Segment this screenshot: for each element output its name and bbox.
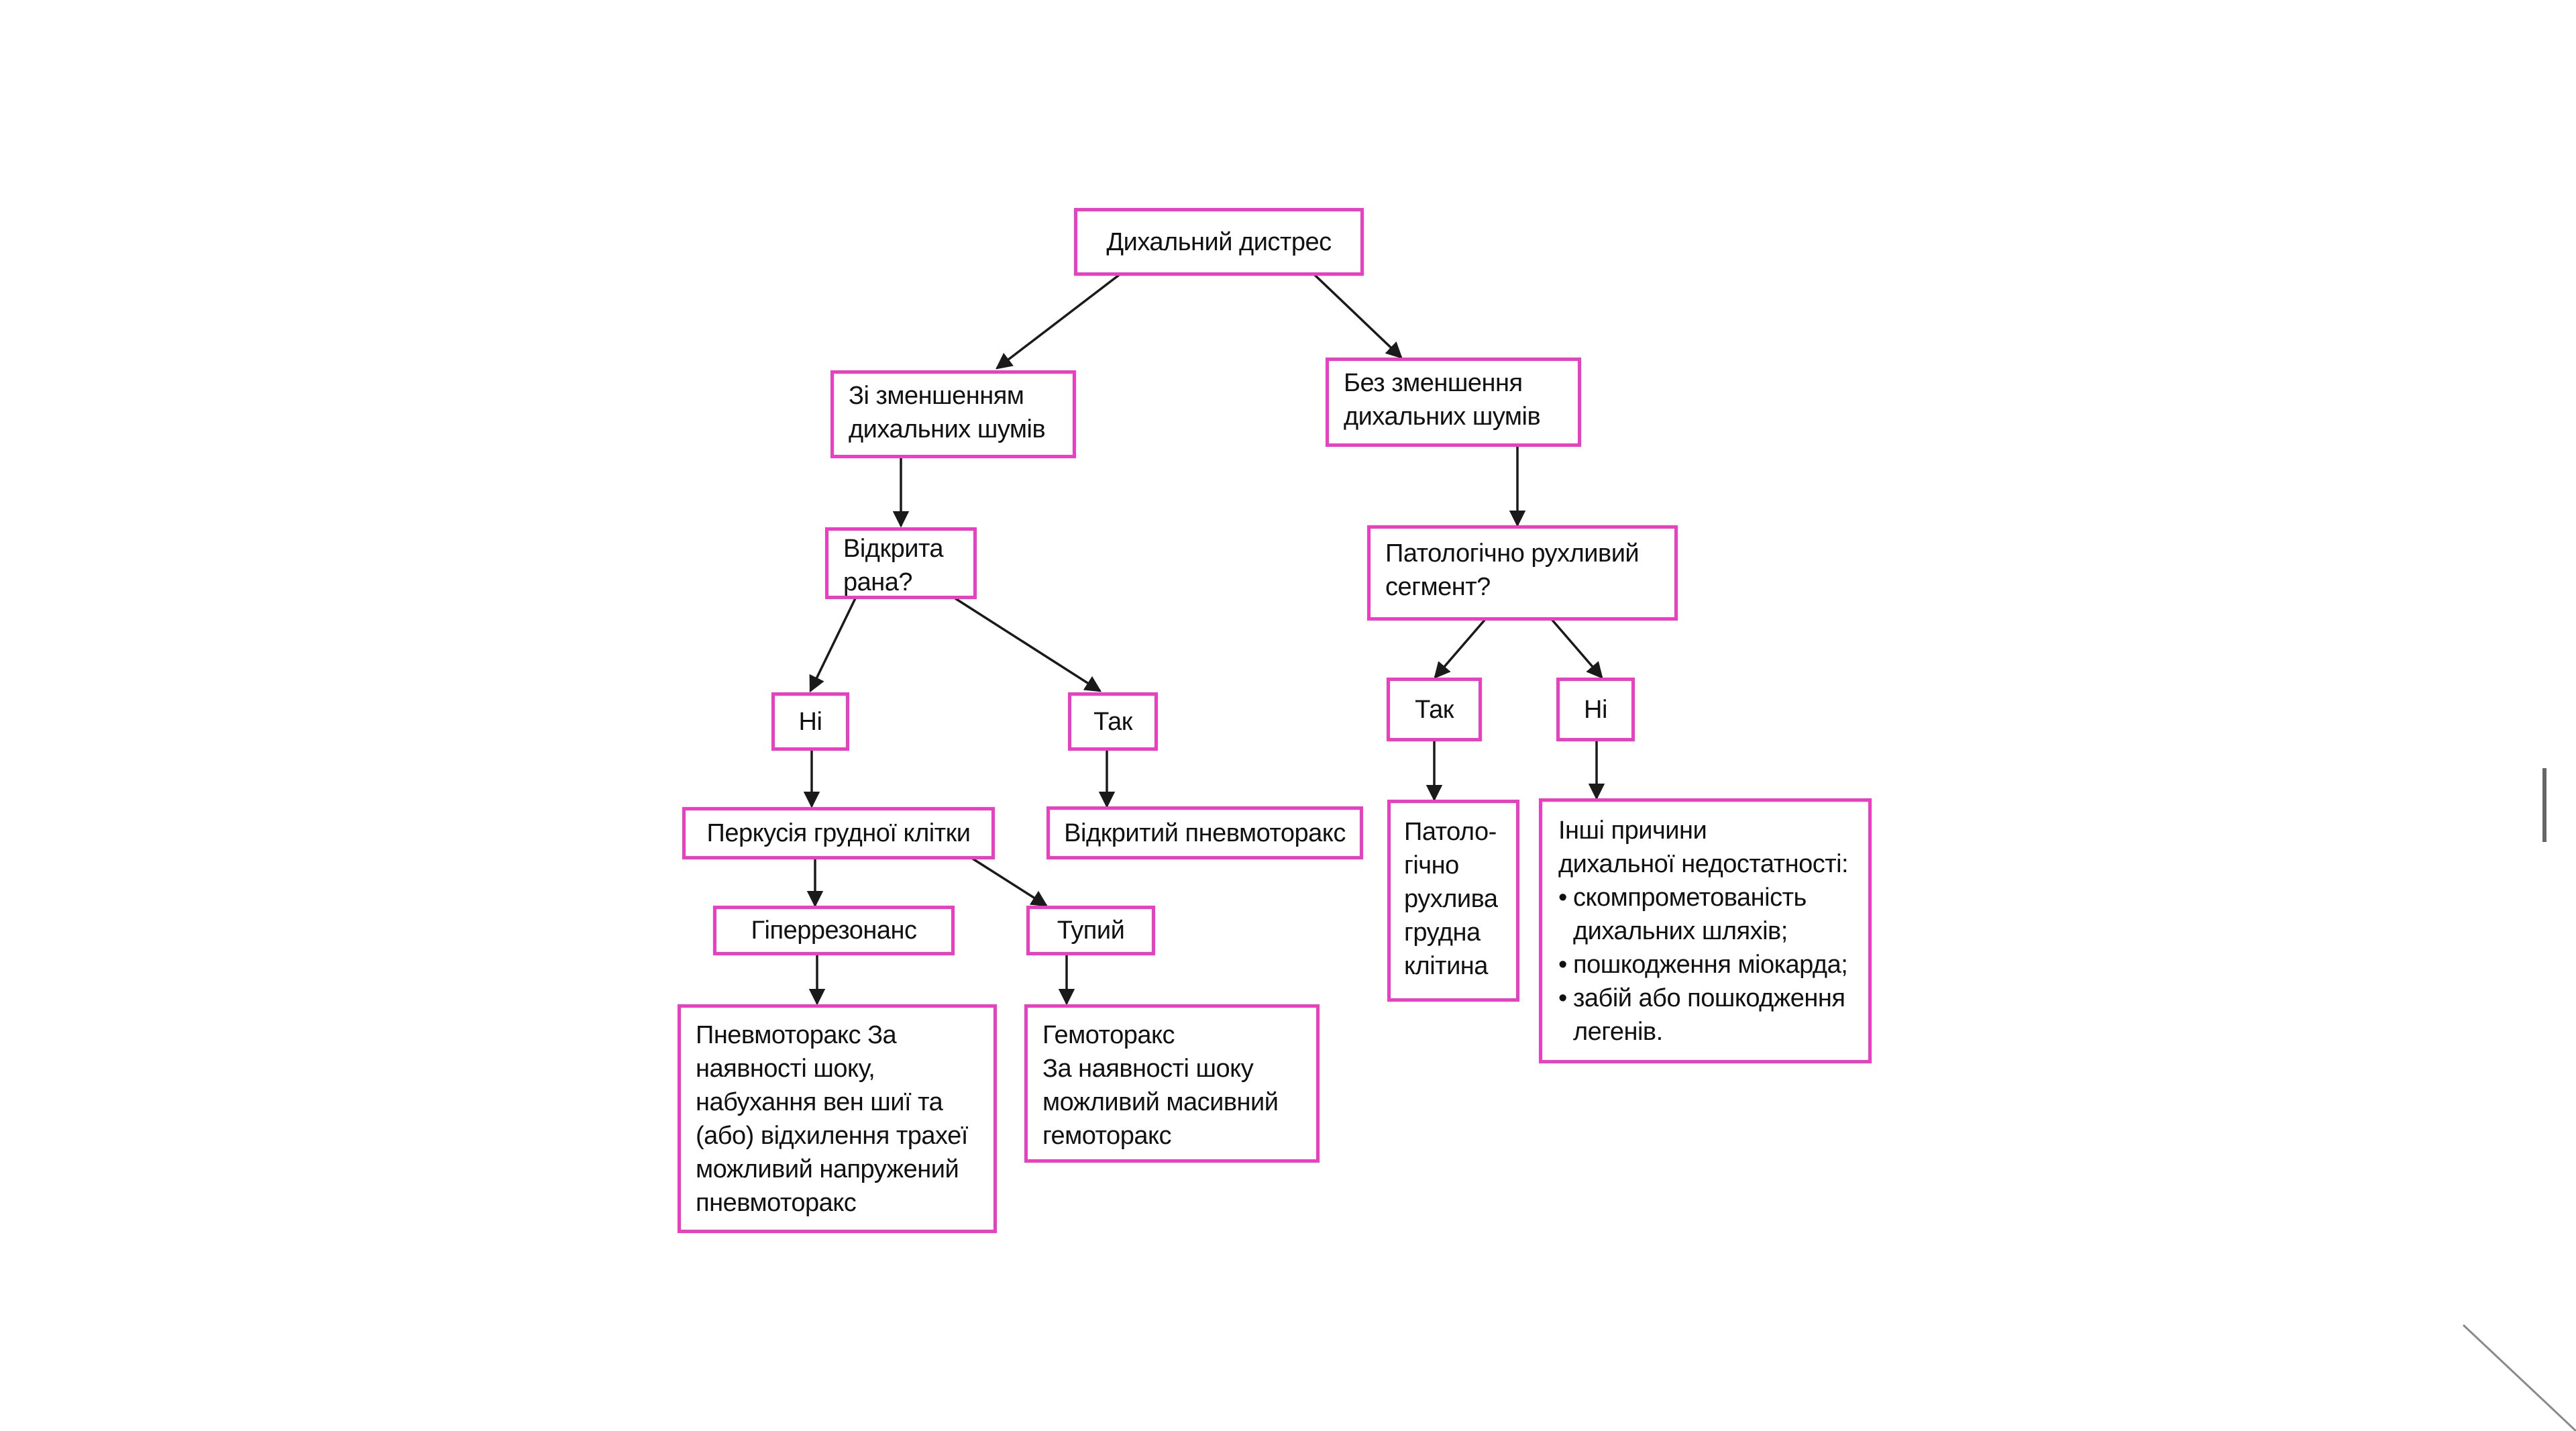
node-other-causes: Інші причини дихальної недостатності: ск…: [1539, 798, 1872, 1063]
node-hemothorax-result: Гемоторакс За наявності шоку можливий ма…: [1024, 1004, 1320, 1163]
arrow-open-wound-to-no: [809, 598, 857, 693]
node-yes-right-text: Так: [1415, 695, 1454, 724]
node-other-causes-line-1: Інші причини: [1558, 816, 1707, 845]
other-causes-bullet-2: пошкодження міокарда;: [1558, 948, 1862, 982]
node-pneumothorax-line-5: можливий напружений: [696, 1155, 959, 1183]
node-hemothorax-line-4: гемоторакс: [1042, 1122, 1172, 1150]
node-dull-text: Тупий: [1057, 916, 1125, 945]
node-flail-chest-line-5: клітина: [1404, 952, 1488, 980]
node-pneumothorax-line-6: пневмоторакс: [696, 1189, 857, 1217]
node-flail-chest-line-3: рухлива: [1404, 885, 1498, 913]
node-hemothorax-line-1: Гемоторакс: [1042, 1021, 1175, 1049]
other-causes-list: скомпрометованість дихальних шляхів; пош…: [1558, 881, 1862, 1049]
node-yes-left: Так: [1068, 692, 1158, 751]
node-without-reduced-line-2: дихальних шумів: [1344, 403, 1541, 431]
arrow-flail-segment-to-no: [1550, 617, 1603, 679]
node-flail-chest-line-2: гічно: [1404, 851, 1459, 880]
node-flail-segment-line-1: Патологічно рухливий: [1385, 539, 1640, 568]
arrow-root-to-without-reduced: [1313, 274, 1403, 359]
node-open-pneumothorax-text: Відкритий пневмоторакс: [1064, 818, 1346, 847]
other-causes-bullet-3: забій або пошкодження легенів.: [1558, 982, 1862, 1049]
node-pneumothorax-line-3: набухання вен шиї та: [696, 1088, 943, 1116]
node-flail-chest-line-4: грудна: [1404, 918, 1481, 947]
arrow-root-to-with-reduced: [996, 274, 1120, 370]
node-flail-segment-question: Патологічно рухливий сегмент?: [1367, 525, 1678, 621]
node-with-reduced-breath-sounds: Зі зменшенням дихальних шумів: [830, 370, 1076, 458]
node-respiratory-distress: Дихальний дистрес: [1074, 208, 1364, 276]
node-flail-segment-line-2: сегмент?: [1385, 573, 1491, 601]
node-chest-percussion-text: Перкусія грудної клітки: [706, 819, 971, 847]
other-causes-bullet-1: скомпрометованість дихальних шляхів;: [1558, 881, 1862, 948]
node-no-left: Ні: [771, 692, 849, 751]
node-yes-right: Так: [1387, 678, 1482, 741]
node-open-wound-question: Відкрита рана?: [825, 527, 977, 599]
node-open-wound-line-1: Відкрита: [843, 535, 944, 563]
node-pneumothorax-line-1: Пневмоторакс За: [696, 1021, 897, 1049]
node-hemothorax-line-3: можливий масивний: [1042, 1088, 1279, 1116]
node-yes-left-text: Так: [1093, 707, 1132, 736]
node-flail-chest-result: Патоло- гічно рухлива грудна клітина: [1387, 800, 1519, 1002]
node-flail-chest-line-1: Патоло-: [1404, 818, 1497, 846]
arrow-flail-segment-to-yes: [1434, 617, 1487, 679]
node-hyperresonance: Гіперрезонанс: [713, 906, 955, 955]
node-with-reduced-line-2: дихальних шумів: [849, 415, 1046, 443]
node-open-pneumothorax: Відкритий пневмоторакс: [1046, 806, 1363, 859]
node-other-causes-line-2: дихальної недостатності:: [1558, 850, 1849, 878]
node-chest-percussion: Перкусія грудної клітки: [682, 807, 995, 859]
node-pneumothorax-result: Пневмоторакс За наявності шоку, набуханн…: [678, 1004, 997, 1233]
node-no-right-text: Ні: [1584, 695, 1607, 724]
node-open-wound-line-2: рана?: [843, 568, 913, 596]
node-without-reduced-line-1: Без зменшення: [1344, 369, 1523, 397]
node-hyperresonance-text: Гіперрезонанс: [751, 916, 917, 945]
node-with-reduced-line-1: Зі зменшенням: [849, 382, 1024, 410]
node-respiratory-distress-text: Дихальний дистрес: [1106, 227, 1332, 256]
node-no-right: Ні: [1556, 678, 1635, 741]
node-without-reduced-breath-sounds: Без зменшення дихальних шумів: [1326, 358, 1581, 447]
node-hemothorax-line-2: За наявності шоку: [1042, 1055, 1254, 1083]
node-no-left-text: Ні: [798, 707, 822, 736]
node-pneumothorax-line-4: (або) відхилення трахеї: [696, 1122, 968, 1150]
node-pneumothorax-line-2: наявності шоку,: [696, 1055, 875, 1083]
slide-edge-marker: [2542, 768, 2546, 842]
arrow-open-wound-to-yes: [955, 597, 1102, 692]
arrow-percussion-to-dull: [972, 857, 1049, 907]
node-dull: Тупий: [1026, 906, 1155, 955]
